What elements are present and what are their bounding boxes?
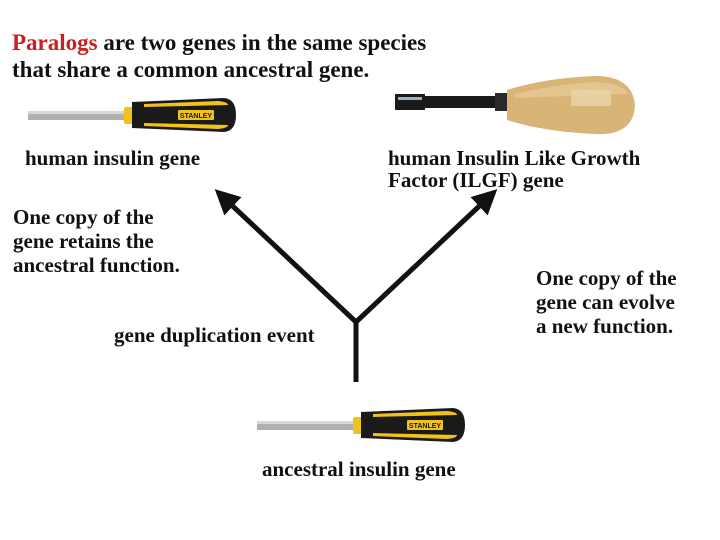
right-gene-label-line2: Factor (ILGF) gene: [388, 168, 564, 192]
screwdriver-icon: STANLEY: [28, 98, 236, 132]
ancestral-screwdriver-icon: STANLEY: [257, 408, 465, 442]
right-arrow: [354, 189, 498, 324]
right-note-line3: a new function.: [536, 314, 674, 338]
event-label: gene duplication event: [114, 323, 315, 347]
left-gene-label: human insulin gene: [25, 146, 201, 170]
left-note-line2: gene retains the: [13, 229, 154, 253]
right-note-line1: One copy of the: [536, 266, 677, 290]
left-note-line3: ancestral function.: [13, 253, 180, 277]
title-line1-rest: are two genes in the same species: [97, 30, 427, 55]
tool-brand-bottom: STANLEY: [409, 423, 441, 430]
title-highlight: Paralogs: [12, 30, 98, 55]
page-title: Paralogs are two genes in the same speci…: [12, 29, 426, 83]
right-gene-label-line1: human Insulin Like Growth: [388, 146, 641, 170]
right-note: One copy of the gene can evolve a new fu…: [536, 266, 677, 338]
right-gene-label: human Insulin Like Growth Factor (ILGF) …: [388, 147, 640, 191]
left-note-line1: One copy of the: [13, 205, 154, 229]
ancestral-gene-label: ancestral insulin gene: [262, 457, 456, 481]
title-line2: that share a common ancestral gene.: [12, 57, 370, 82]
left-arrow: [214, 189, 358, 324]
wooden-screwdriver-icon: [395, 76, 635, 135]
left-note: One copy of the gene retains the ancestr…: [13, 205, 180, 277]
tool-brand-left: STANLEY: [180, 113, 212, 120]
right-note-line2: gene can evolve: [536, 290, 675, 314]
